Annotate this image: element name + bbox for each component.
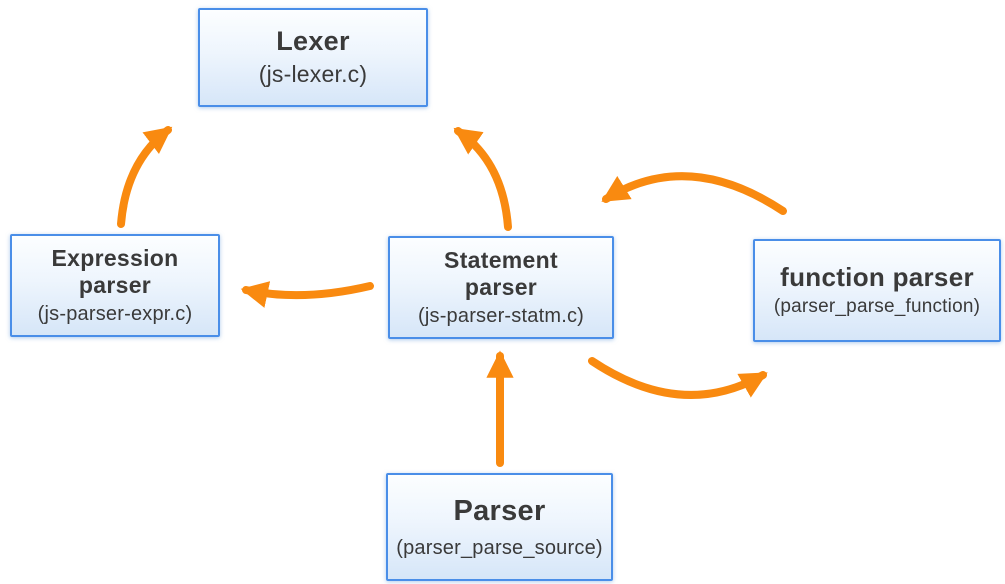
arrow-function-parser-to-statement-parser [601, 172, 787, 215]
node-parser: Parser (parser_parse_source) [386, 473, 613, 581]
node-function-parser-subtitle: (parser_parse_function) [773, 295, 981, 317]
node-function-parser-title: function parser [780, 262, 974, 293]
arrow-expression-parser-to-lexer [117, 126, 173, 228]
node-parser-title: Parser [453, 494, 546, 527]
arrow-statement-parser-to-lexer [453, 127, 512, 231]
node-lexer-subtitle: (js-lexer.c) [258, 61, 368, 88]
node-parser-subtitle: (parser_parse_source) [396, 537, 603, 560]
node-lexer-title: Lexer [276, 26, 350, 57]
node-statement-parser: Statement parser (js-parser-statm.c) [388, 236, 614, 339]
node-lexer: Lexer (js-lexer.c) [198, 8, 428, 107]
arrow-statement-parser-to-function-parser [588, 357, 768, 399]
node-expression-parser-subtitle: (js-parser-expr.c) [37, 303, 193, 326]
node-expression-parser-title: Expression parser [51, 244, 179, 298]
node-statement-parser-title: Statement parser [444, 246, 558, 300]
node-function-parser: function parser (parser_parse_function) [753, 239, 1001, 342]
arrow-statement-parser-to-expression-parser [240, 281, 374, 308]
node-expression-parser: Expression parser (js-parser-expr.c) [10, 234, 220, 337]
node-statement-parser-subtitle: (js-parser-statm.c) [417, 305, 585, 328]
